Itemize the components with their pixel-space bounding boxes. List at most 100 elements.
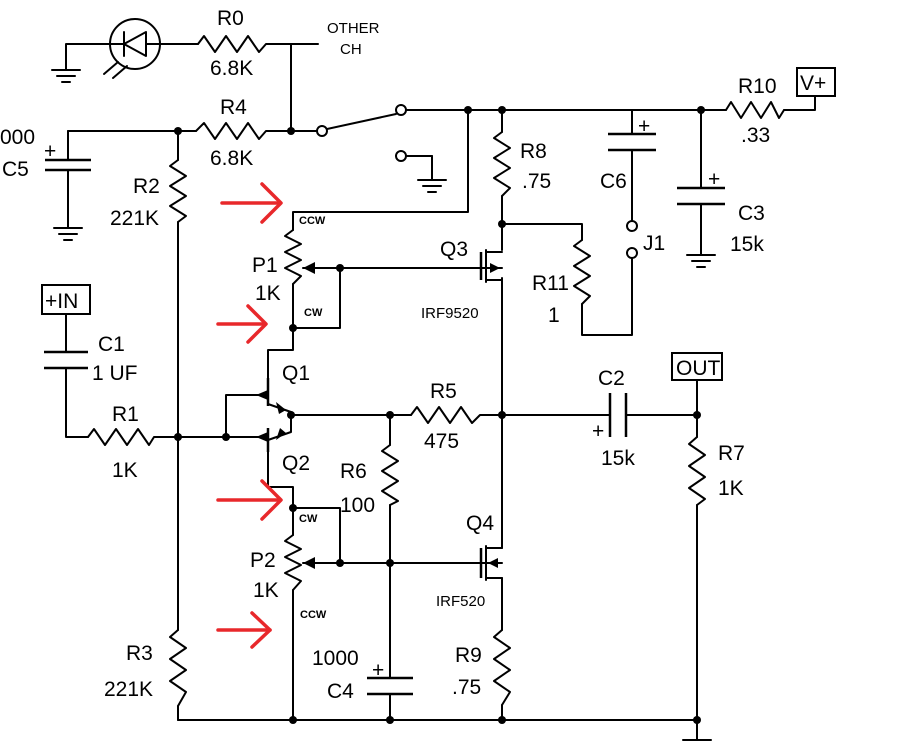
r2-ref: R2 [133, 175, 160, 198]
input-terminal [41, 284, 91, 315]
r8-symbol [493, 131, 511, 197]
ground-icon [51, 69, 81, 83]
r4-symbol [195, 122, 273, 140]
r10-value: .33 [741, 124, 770, 147]
other-ch-label-2: CH [340, 41, 362, 58]
q4-ref: Q4 [466, 512, 494, 535]
ground-symbols [51, 69, 716, 741]
r5-ref: R5 [430, 380, 457, 403]
c5-value: 000 [0, 126, 35, 149]
p2-cw-label: CW [299, 513, 318, 525]
r2-symbol [169, 159, 187, 223]
annotation-arrows [216, 182, 283, 649]
r10-ref: R10 [738, 75, 777, 98]
r3-symbol [169, 629, 187, 707]
r3-value: 221K [104, 678, 153, 701]
r9-symbol [493, 629, 511, 706]
output-label: OUT [676, 357, 721, 380]
p2-value: 1K [253, 579, 279, 602]
c3-value: 15k [730, 233, 764, 256]
c5-plus: + [44, 140, 56, 163]
p1-ref: P1 [252, 254, 278, 277]
r6-value: 100 [340, 494, 375, 517]
r6-ref: R6 [340, 460, 367, 483]
p2-ref: P2 [250, 549, 276, 572]
output-terminal [671, 352, 723, 381]
q2-ref: Q2 [282, 452, 310, 475]
ground-icon [53, 227, 83, 241]
c2-plus: + [592, 420, 604, 443]
r0-ref: R0 [217, 7, 244, 30]
r4-ref: R4 [220, 96, 247, 119]
r8-value: .75 [522, 170, 551, 193]
other-ch-label: OTHER [327, 20, 380, 37]
r11-symbol [573, 239, 591, 305]
p2-ccw-label: CCW [300, 609, 327, 621]
junction-dots [174, 106, 705, 724]
arrow-right-icon [216, 304, 268, 344]
p1-symbol [284, 225, 341, 285]
r7-ref: R7 [718, 442, 745, 465]
q3-part: IRF9520 [421, 305, 479, 322]
j1-jack-symbol [626, 220, 638, 259]
ground-icon [686, 254, 716, 268]
j1-ref: J1 [643, 232, 665, 255]
capacitors [44, 132, 725, 696]
c2-value: 15k [601, 447, 635, 470]
r1-ref: R1 [112, 403, 139, 426]
c1-symbol [44, 350, 88, 370]
switch-symbol [316, 104, 407, 162]
r0-symbol [197, 35, 273, 53]
r2-value: 221K [110, 207, 159, 230]
c3-symbol [677, 186, 725, 206]
r5-symbol [410, 406, 490, 424]
p1-cw-label: CW [304, 307, 323, 319]
r1-symbol [87, 428, 161, 446]
resistors [87, 35, 785, 707]
led-icon [103, 18, 161, 79]
arrow-right-icon [216, 611, 272, 649]
c3-plus: + [708, 168, 720, 191]
q3-symbol [477, 249, 503, 283]
c5-ref: C5 [2, 158, 29, 181]
c5-symbol [45, 147, 91, 177]
r10-symbol [725, 101, 785, 119]
r4-value: 6.8K [210, 147, 253, 170]
r9-ref: R9 [455, 644, 482, 667]
q4-symbol [479, 545, 503, 581]
r0-value: 6.8K [210, 57, 253, 80]
c4-plus: + [372, 659, 384, 682]
q1-ref: Q1 [282, 362, 310, 385]
c3-ref: C3 [738, 202, 765, 225]
r3-ref: R3 [126, 642, 153, 665]
r7-value: 1K [718, 477, 744, 500]
arrow-right-icon [220, 182, 283, 224]
q3-ref: Q3 [440, 238, 468, 261]
p1-value: 1K [255, 282, 281, 305]
p1-ccw-label: CCW [299, 215, 326, 227]
q1-symbol [256, 378, 286, 414]
r6-symbol [381, 444, 399, 506]
c6-symbol [608, 132, 656, 152]
r11-value: 1 [548, 304, 560, 327]
vplus-terminal [796, 67, 836, 97]
c2-ref: C2 [598, 367, 625, 390]
p2-symbol [284, 534, 341, 591]
r8-ref: R8 [520, 140, 547, 163]
r5-value: 475 [424, 430, 459, 453]
c6-plus: + [638, 115, 650, 138]
r11-ref: R11 [532, 272, 569, 295]
c4-symbol [367, 676, 413, 696]
c2-symbol [608, 393, 628, 437]
c1-ref: C1 [98, 333, 125, 356]
labels: R0 6.8K OTHER CH R4 6.8K 000 C5 + R2 221… [0, 7, 826, 703]
c1-value: 1 UF [92, 362, 138, 385]
r1-value: 1K [112, 459, 138, 482]
r9-value: .75 [452, 676, 481, 699]
input-label: +IN [45, 290, 78, 313]
vplus-label: V+ [800, 72, 826, 95]
q4-part: IRF520 [436, 593, 485, 610]
c4-value: 1000 [312, 647, 359, 670]
c4-ref: C4 [327, 680, 354, 703]
